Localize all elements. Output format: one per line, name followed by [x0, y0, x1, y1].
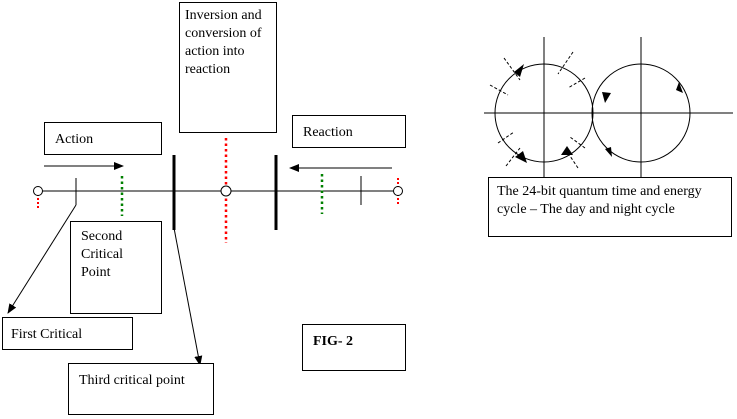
quantum-cycle-figure — [484, 37, 733, 180]
first-critical-label-box: First Critical — [2, 317, 133, 350]
cycle-arrowhead — [561, 146, 573, 155]
third-critical-pointer — [173, 227, 203, 366]
reaction-label: Reaction — [303, 125, 353, 140]
first-critical-label: First Critical — [11, 327, 83, 342]
radial-tick — [565, 149, 579, 169]
fig-label: FIG- 2 — [313, 334, 354, 349]
node-left — [33, 186, 43, 196]
cycle-arrowhead — [605, 147, 612, 157]
third-critical-label-box: Third critical point — [68, 363, 214, 415]
reaction-label-box: Reaction — [292, 115, 406, 148]
cycle-arrowhead — [514, 64, 524, 77]
radial-tick — [557, 51, 574, 75]
radial-tick — [567, 77, 586, 89]
night-cycle-circle — [591, 63, 691, 163]
radial-tick — [503, 57, 521, 81]
cycle-arrowhead — [602, 92, 611, 103]
cycle-caption-box: The 24-bit quantum time and energy cycle… — [488, 177, 732, 237]
cycle-arrowhead — [515, 151, 527, 163]
radial-tick — [497, 131, 515, 144]
third-critical-label: Third critical point — [79, 373, 185, 388]
second-critical-label: Second Critical Point — [81, 229, 123, 280]
day-cycle-circle — [494, 63, 594, 163]
node-right — [393, 186, 403, 196]
cycle-arrowhead — [676, 82, 683, 93]
second-critical-label-box: Second Critical Point — [70, 221, 162, 314]
action-label: Action — [55, 132, 94, 147]
cycle-caption: The 24-bit quantum time and energy cycle… — [497, 184, 702, 217]
action-label-box: Action — [44, 122, 162, 155]
first-critical-pointer — [7, 204, 77, 314]
radial-tick — [489, 84, 509, 96]
node-center — [220, 185, 232, 197]
radial-tick — [569, 136, 586, 149]
radial-tick — [505, 147, 521, 167]
inversion-label-box: Inversion and conversion of action into … — [179, 2, 277, 133]
inversion-label: Inversion and conversion of action into … — [185, 8, 262, 77]
fig-label-box: FIG- 2 — [302, 324, 406, 371]
